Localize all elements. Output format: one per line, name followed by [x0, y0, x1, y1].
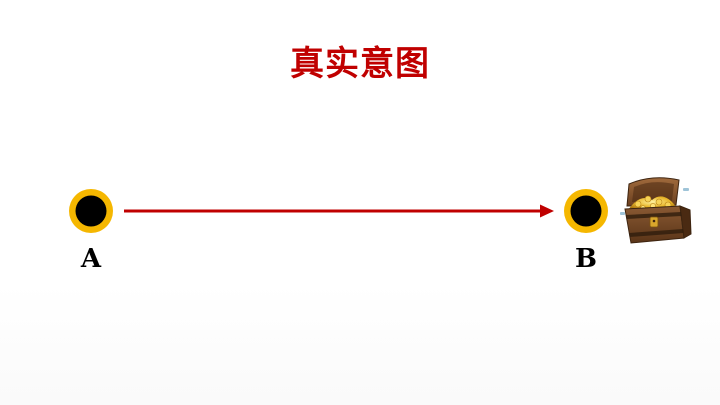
point-a-label: A — [80, 244, 102, 274]
point-b-marker — [564, 189, 608, 233]
slide-title: 真实意图 — [290, 44, 430, 84]
arrow-a-to-b — [124, 204, 554, 218]
point-a-marker — [69, 189, 113, 233]
treasure-chest-icon — [620, 177, 692, 244]
point-b-label: B — [575, 244, 597, 274]
